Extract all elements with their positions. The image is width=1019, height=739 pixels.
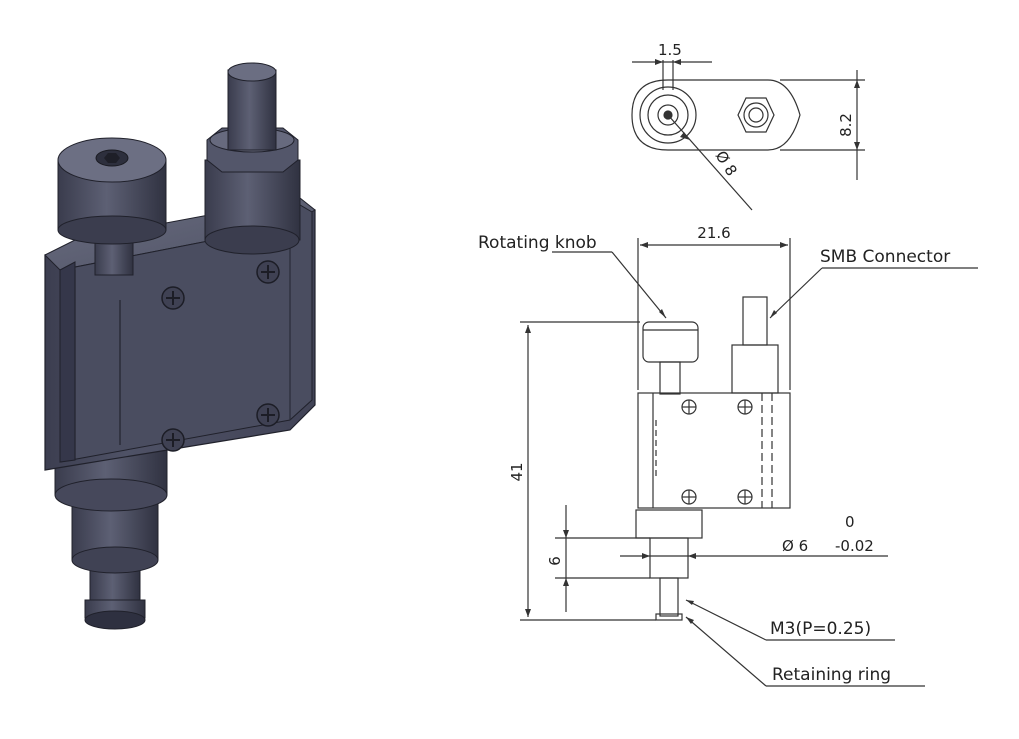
- phillips-screw-icon: [256, 403, 280, 427]
- callout-rotating-knob: Rotating knob: [478, 233, 597, 253]
- callout-thread: M3(P=0.25): [770, 619, 871, 639]
- hex-socket-icon: [104, 153, 120, 163]
- dim-shaft-diameter: Ø 6: [782, 537, 808, 555]
- callout-smb-connector: SMB Connector: [820, 247, 950, 267]
- dim-overall-height: 41: [508, 462, 526, 481]
- iso-smb-connector: [204, 62, 301, 255]
- iso-rotating-knob: [57, 137, 167, 276]
- callout-retaining-ring: Retaining ring: [772, 665, 891, 685]
- phillips-screw-icon: [681, 489, 697, 505]
- phillips-screw-icon: [161, 286, 185, 310]
- phillips-screw-icon: [256, 260, 280, 284]
- phillips-screw-icon: [681, 399, 697, 415]
- dim-top-offset: 1.5: [658, 41, 682, 59]
- dim-top-diameter: Ø 8: [712, 148, 741, 180]
- dim-shaft-length: 6: [546, 556, 564, 566]
- dim-body-width: 21.6: [697, 224, 730, 242]
- phillips-screw-icon: [737, 489, 753, 505]
- tol-upper: 0: [845, 513, 855, 531]
- dim-top-height: 8.2: [837, 113, 855, 137]
- tol-lower: -0.02: [835, 537, 874, 555]
- phillips-screw-icon: [737, 399, 753, 415]
- phillips-screw-icon: [161, 428, 185, 452]
